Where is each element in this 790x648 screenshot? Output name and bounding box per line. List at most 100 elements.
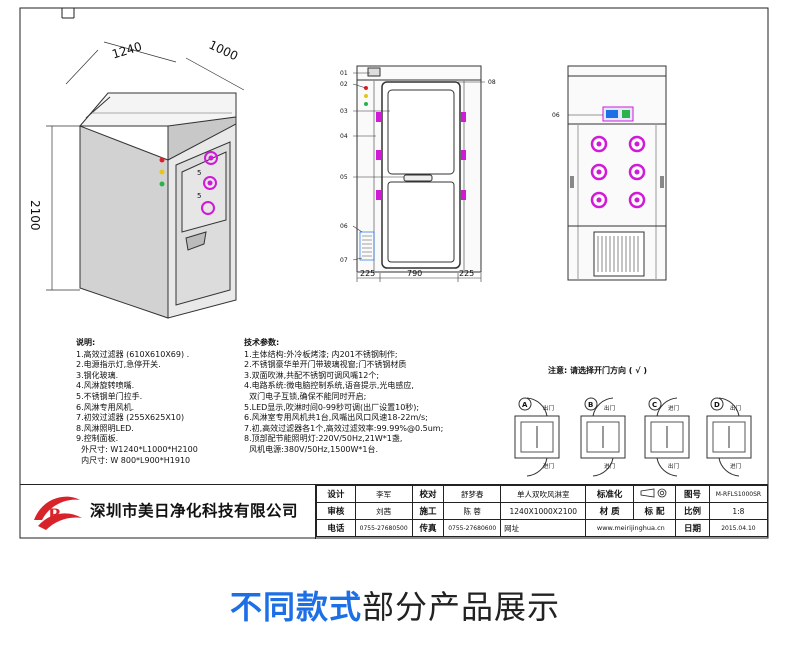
door-option-a-label: A bbox=[522, 401, 528, 409]
inner-nozzles bbox=[570, 135, 664, 209]
web-label: 网址 bbox=[500, 519, 587, 537]
iso-nozzles: 5 5 bbox=[197, 151, 218, 215]
design-name: 李军 bbox=[354, 485, 413, 503]
svg-text:R: R bbox=[48, 505, 62, 524]
door-option-a bbox=[514, 397, 560, 477]
product-name: 单人双吹风淋室 bbox=[500, 485, 587, 503]
dim-front-left: 225 bbox=[360, 269, 375, 278]
title-block: R 深圳市美日净化科技有限公司 设计 李军 校对 舒梦春 单人双吹风淋室 标准化… bbox=[20, 484, 769, 539]
check-name: 舒梦春 bbox=[443, 485, 502, 503]
door-c-out: 出门 bbox=[668, 462, 679, 470]
drawing-no: M-RFLS1000SR bbox=[708, 485, 769, 503]
construct-label: 施工 bbox=[411, 502, 445, 520]
note-line: 9.控制面板. bbox=[76, 434, 119, 444]
projection-icon bbox=[640, 488, 666, 498]
spec-line: 4.电路系统:微电脑控制系统,语音提示,光电感应, bbox=[244, 381, 414, 391]
label-02: 02 bbox=[340, 81, 348, 88]
spec-line: 3.双面吹淋,共配不锈钢可调风嘴12个; bbox=[244, 370, 380, 380]
section-title-rest: 部分产品展示 bbox=[362, 588, 561, 626]
note-line: 3.钢化玻璃. bbox=[76, 370, 119, 380]
note-line: 8.风淋照明LED. bbox=[76, 423, 134, 433]
note-line: 7.初效过滤器 (255X625X10) bbox=[76, 413, 185, 423]
door-a-out: 出门 bbox=[543, 404, 554, 412]
dim-front-mid: 790 bbox=[407, 269, 422, 278]
projection-symbol-cell bbox=[632, 485, 677, 503]
notes-specs-title: 技术参数: bbox=[244, 338, 280, 347]
label-06: 06 bbox=[340, 223, 348, 230]
door-d-in: 进门 bbox=[730, 462, 741, 470]
label-01: 01 bbox=[340, 70, 348, 77]
svg-text:5: 5 bbox=[197, 192, 201, 200]
inner-view bbox=[567, 65, 667, 281]
phone-value: 0755-27680500 bbox=[354, 519, 413, 537]
door-option-d bbox=[706, 397, 752, 477]
spec-line: 2.不锈钢豪华单开门带玻璃视窗;门不锈钢材质 bbox=[244, 360, 407, 370]
check-label: 校对 bbox=[411, 485, 445, 503]
front-dimensions bbox=[356, 273, 482, 282]
notes-description: 说明: 1.高效过滤器 (610X610X69) . 2.电源指示灯,急停开关.… bbox=[76, 338, 198, 466]
inner-vent-grill bbox=[597, 236, 639, 272]
design-label: 设计 bbox=[316, 485, 356, 503]
spec-line: 6.风淋室专用风机共1台,风嘴出风口风速18-22m/s; bbox=[244, 413, 428, 423]
scale-label: 比例 bbox=[675, 502, 710, 520]
engineering-drawing-sheet: 5 5 1240 1000 2100 bbox=[19, 7, 769, 539]
dim-front-right: 225 bbox=[459, 269, 474, 278]
sheet-border bbox=[19, 7, 769, 539]
front-nozzles bbox=[364, 86, 466, 200]
spec-line: 8.顶部配节能照明灯:220V/50Hz,21W*1盏, bbox=[244, 434, 403, 444]
door-option-d-label: D bbox=[714, 401, 720, 409]
date-value: 2015.04.10 bbox=[708, 519, 769, 537]
door-direction-note: 注意: 请选择开门方向 ( √ ) bbox=[548, 365, 647, 375]
spec-line: 双门电子互锁,确保不能同时开启; bbox=[244, 391, 367, 401]
review-name: 刘茜 bbox=[354, 502, 413, 520]
notes-description-title: 说明: bbox=[76, 338, 96, 347]
scale-value: 1:8 bbox=[708, 502, 769, 520]
door-option-b bbox=[580, 397, 626, 477]
date-label: 日期 bbox=[675, 519, 710, 537]
dim-width: 1000 bbox=[207, 38, 241, 64]
door-a-in: 进门 bbox=[543, 462, 554, 470]
spec-line: 风机电源:380V/50Hz,1500W*1台. bbox=[244, 444, 379, 454]
label-08: 08 bbox=[488, 79, 496, 86]
product-size: 1240X1000X2100 bbox=[500, 502, 587, 520]
svg-text:5: 5 bbox=[197, 169, 201, 177]
section-title: 不同款式部分产品展示 bbox=[0, 582, 790, 628]
door-option-b-label: B bbox=[588, 401, 593, 409]
review-label: 审核 bbox=[316, 502, 356, 520]
note-line: 外尺寸: W1240*L1000*H2100 bbox=[76, 444, 198, 454]
note-line: 6.风淋专用风机. bbox=[76, 402, 135, 412]
notes-specs: 技术参数: 1.主体结构:外冷板烤漆; 内201不锈钢制作; 2.不锈钢豪华单开… bbox=[244, 338, 443, 456]
material-label: 材 质 bbox=[585, 502, 634, 520]
standard-label: 标准化 bbox=[585, 485, 634, 503]
note-line: 内尺寸: W 800*L900*H1910 bbox=[76, 455, 191, 465]
company-name: 深圳市美日净化科技有限公司 bbox=[90, 502, 299, 520]
door-option-c bbox=[644, 397, 690, 477]
dim-length: 1240 bbox=[110, 39, 143, 61]
iso-dimensions bbox=[46, 41, 245, 291]
door-options bbox=[514, 397, 752, 477]
label-06-inner: 06 bbox=[552, 112, 560, 119]
label-04: 04 bbox=[340, 133, 348, 140]
title-block-table: 设计 李军 校对 舒梦春 单人双吹风淋室 标准化 图号 M-RFLS1000SR… bbox=[316, 485, 769, 537]
front-view bbox=[356, 65, 482, 273]
drawing-canvas: 5 5 1240 1000 2100 bbox=[19, 7, 769, 539]
fax-value: 0755-27680600 bbox=[443, 519, 502, 537]
drawing-no-label: 图号 bbox=[675, 485, 710, 503]
door-d-out: 出门 bbox=[730, 404, 741, 412]
fax-label: 传真 bbox=[411, 519, 445, 537]
dim-height: 2100 bbox=[28, 200, 42, 231]
label-03: 03 bbox=[340, 108, 348, 115]
label-05: 05 bbox=[340, 174, 348, 181]
front-leaders bbox=[352, 72, 485, 261]
company-cell: R 深圳市美日净化科技有限公司 bbox=[20, 485, 316, 539]
config-label: 标 配 bbox=[632, 502, 677, 520]
spec-line: 7.初,高效过滤器各1个,高效过滤效率:99.99%@0.5um; bbox=[244, 423, 444, 433]
web-value: www.meirijinghua.cn bbox=[585, 519, 677, 537]
spec-line: 5.LED显示,吹淋时间0-99秒可调(出厂设置10秒); bbox=[244, 402, 420, 412]
door-option-c-label: C bbox=[652, 401, 657, 409]
note-line: 5.不锈钢单门拉手. bbox=[76, 391, 143, 401]
construct-name: 陈 蓉 bbox=[443, 502, 502, 520]
section-title-highlight: 不同款式 bbox=[229, 588, 362, 626]
door-b-out: 出门 bbox=[604, 404, 615, 412]
note-line: 2.电源指示灯,急停开关. bbox=[76, 360, 161, 370]
